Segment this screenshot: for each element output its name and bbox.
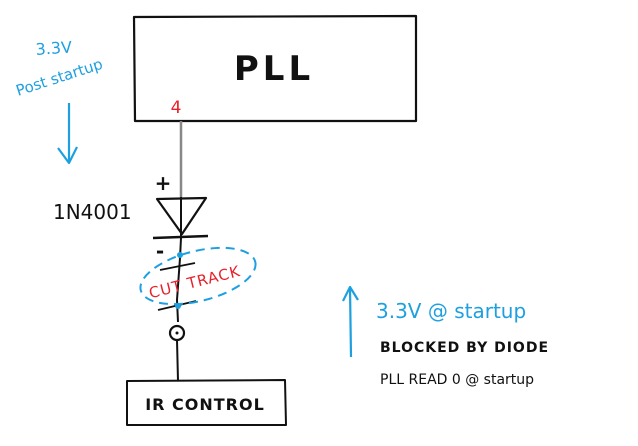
cut-track-circle xyxy=(139,246,257,306)
diode-cathode-wire xyxy=(175,237,182,323)
ir-control-label: IR CONTROL xyxy=(145,395,265,414)
plus-sign: + xyxy=(155,171,172,195)
diode-symbol xyxy=(152,196,209,240)
startup-blocked-text: BLOCKED BY DIODE xyxy=(380,340,549,356)
startup-read-text: PLL READ 0 @ startup xyxy=(380,372,534,388)
cut-point-upper xyxy=(177,252,183,258)
post-startup-text: Post startup xyxy=(14,55,105,100)
diode-part-label: 1N4001 xyxy=(53,200,132,224)
post-startup-voltage: 3.3V xyxy=(35,37,73,58)
track-cut-mark-upper xyxy=(159,262,196,271)
ir-control-wire xyxy=(176,339,179,382)
down-arrow-icon xyxy=(57,103,78,165)
up-arrow-icon xyxy=(342,285,359,358)
startup-voltage: 3.3V @ startup xyxy=(376,299,526,323)
ir-control-block: IR CONTROL xyxy=(126,379,287,426)
pll-label: PLL xyxy=(234,49,314,89)
post-startup-note: 3.3V Post startup xyxy=(14,37,105,165)
pll-block: PLL xyxy=(132,14,418,123)
cut-track-label: CUT TRACK xyxy=(147,262,242,302)
cut-point-lower xyxy=(175,303,181,309)
minus-sign: - xyxy=(156,239,164,263)
startup-note: 3.3V @ startup BLOCKED BY DIODE PLL READ… xyxy=(342,285,549,388)
pin-number-label: 4 xyxy=(171,98,182,118)
